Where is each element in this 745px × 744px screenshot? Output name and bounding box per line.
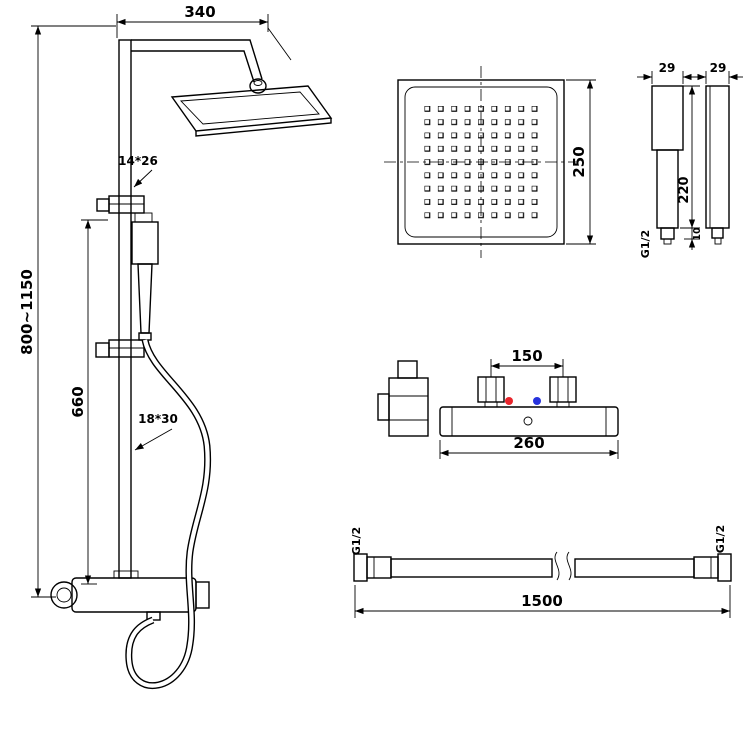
valve-end-cap (195, 581, 210, 609)
valve-left-stem (484, 401, 498, 408)
overhead-shower-plate-edge (195, 118, 332, 137)
valve-hose-outlet (146, 611, 161, 621)
arm-connector-knob-top (253, 80, 263, 86)
dim-upper-pipe-section: 14*26 (118, 154, 158, 168)
valve-side-body (388, 377, 429, 437)
valve-right-handle (549, 376, 577, 403)
dim-hose-thread-left: G1/2 (350, 527, 363, 555)
dim-head-size: 250 (570, 146, 588, 177)
shower-hose-inner (126, 339, 210, 688)
hose-right-nut (717, 553, 732, 582)
hand-shower-side-view: 29 (691, 61, 743, 245)
dim-hand-side-width: 29 (710, 61, 727, 75)
break-mark (554, 551, 560, 581)
dim-handle-spacing: 150 (511, 347, 542, 365)
valve-center-button (523, 416, 533, 426)
overhead-shower-plate-rim (180, 91, 320, 125)
dim-hand-length: 220 (677, 176, 692, 203)
hand-shower-front-view: 29 G1/2 220 10 (637, 61, 703, 258)
dim-hose-length: 1500 (521, 592, 563, 610)
valve-right-stem (556, 401, 570, 408)
dim-body-width: 260 (513, 434, 544, 452)
main-assembly-view: 340 14*26 18*30 660 800~1150 (18, 3, 333, 690)
hand-shower-face (651, 85, 684, 151)
upper-slider-bracket (108, 195, 145, 214)
hand-shower-side-tip (714, 237, 722, 245)
overhead-shower-plate (170, 85, 333, 132)
dim-hand-width: 29 (659, 61, 676, 75)
dim-thread-length: 10 (692, 227, 703, 241)
riser-pipe (118, 39, 132, 579)
dim-hand-thread: G1/2 (639, 230, 652, 258)
wall-flange-outer (50, 581, 78, 609)
dim-lower-pipe-section: 18*30 (138, 412, 178, 426)
leader-lower-pipe (134, 428, 173, 451)
valve-side-top-port (397, 360, 418, 379)
lower-bracket-knob (95, 342, 110, 358)
hose-nut (138, 332, 152, 341)
hand-shower-head-column (131, 221, 159, 265)
upper-bracket-knob (96, 198, 110, 212)
valve-body-front (439, 406, 619, 437)
hose-segment-left (390, 558, 553, 578)
hand-shower-handle (656, 149, 679, 229)
thermostatic-valve-body (71, 577, 197, 613)
arm-connector-knob (249, 78, 267, 94)
valve-front-view: 150 260 (439, 347, 619, 459)
cold-indicator-dot (533, 397, 541, 405)
dim-height-range: 800~1150 (18, 269, 36, 355)
wall-flange-inner (56, 587, 72, 603)
shower-arm (131, 39, 263, 83)
dim-slide-height: 660 (69, 386, 87, 417)
shower-hose-outer (125, 339, 212, 690)
hot-indicator-dot (505, 397, 513, 405)
dim-arm-length: 340 (184, 3, 215, 21)
hose-right-ferrule (693, 556, 719, 579)
valve-left-handle (477, 376, 505, 403)
hose-left-ferrule (366, 556, 392, 579)
hand-shower-holder (134, 212, 153, 223)
hose-view: G1/2 G1/2 1500 (350, 525, 732, 618)
leader-upper-pipe (133, 169, 153, 188)
lower-slider-bracket (108, 339, 145, 358)
hand-shower-thread (660, 227, 675, 240)
head-nozzle-grid (421, 103, 542, 223)
valve-side-view (377, 360, 429, 437)
hose-segment-right (574, 558, 695, 578)
dim-hose-thread-right: G1/2 (714, 525, 727, 553)
valve-side-knob (377, 393, 390, 421)
hand-shower-side-thread (711, 227, 724, 239)
hand-shower-handle-column (137, 263, 153, 334)
shower-head-top-view: 250 (384, 66, 596, 258)
hand-shower-side-body (705, 85, 730, 229)
hose-left-nut (353, 553, 368, 582)
valve-collar (113, 570, 139, 579)
hand-shower-thread-tip (663, 238, 672, 245)
break-mark (566, 551, 572, 581)
leader-line (267, 27, 292, 61)
